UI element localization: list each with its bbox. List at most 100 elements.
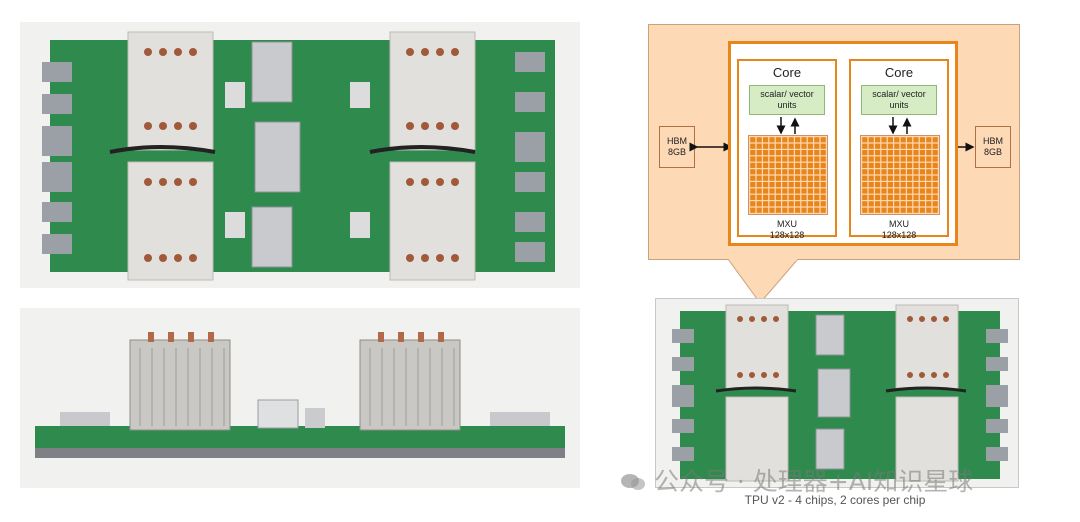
mxu-cell (775, 150, 781, 156)
mxu-cell (900, 137, 906, 143)
mxu-cell (782, 137, 788, 143)
mxu-cell (750, 207, 756, 213)
mxu-cell (814, 182, 820, 188)
mxu-label: MXU 128x128 (851, 219, 947, 241)
hbm-label: HBM (667, 136, 687, 146)
mxu-cell (801, 188, 807, 194)
mxu-cell (807, 150, 813, 156)
mxu-name: MXU (889, 219, 909, 229)
mxu-cell (907, 182, 913, 188)
mxu-cell (801, 137, 807, 143)
mxu-cell (887, 137, 893, 143)
mxu-cell (769, 143, 775, 149)
mxu-cell (756, 201, 762, 207)
mxu-cell (814, 207, 820, 213)
mxu-cell (932, 194, 938, 200)
mxu-cell (801, 175, 807, 181)
mxu-cell (763, 201, 769, 207)
mxu-cell (887, 201, 893, 207)
mxu-cell (900, 162, 906, 168)
mxu-cell (932, 175, 938, 181)
mxu-cell (926, 182, 932, 188)
mxu-cell (932, 201, 938, 207)
mxu-cell (756, 137, 762, 143)
mxu-cell (769, 137, 775, 143)
mxu-cell (862, 162, 868, 168)
mxu-cell (862, 143, 868, 149)
mxu-cell (913, 201, 919, 207)
mxu-cell (862, 150, 868, 156)
mxu-cell (919, 194, 925, 200)
mxu-cell (820, 156, 826, 162)
mxu-cell (801, 156, 807, 162)
mxu-cell (887, 175, 893, 181)
mxu-cell (907, 156, 913, 162)
mxu-cell (820, 143, 826, 149)
mxu-cell (814, 188, 820, 194)
mxu-cell (894, 156, 900, 162)
mxu-cell (868, 201, 874, 207)
mxu-cell (807, 182, 813, 188)
mxu-cell (875, 162, 881, 168)
mxu-cell (795, 194, 801, 200)
mxu-cell (820, 207, 826, 213)
mxu-cell (868, 182, 874, 188)
mxu-cell (782, 143, 788, 149)
mxu-cell (875, 182, 881, 188)
mxu-cell (788, 207, 794, 213)
mxu-cell (801, 162, 807, 168)
mxu-cell (775, 182, 781, 188)
units-label: units (889, 100, 909, 110)
mxu-cell (814, 137, 820, 143)
mxu-cell (868, 207, 874, 213)
mxu-cell (769, 201, 775, 207)
tpu-chip-box: Core scalar/ vector units MXU 128x128 (728, 41, 958, 246)
mxu-cell (750, 162, 756, 168)
mxu-cell (775, 156, 781, 162)
mxu-cell (763, 182, 769, 188)
mxu-cell (756, 150, 762, 156)
mxu-name: MXU (777, 219, 797, 229)
mxu-cell (907, 143, 913, 149)
mxu-cell (782, 162, 788, 168)
mxu-cell (887, 156, 893, 162)
mxu-cell (881, 188, 887, 194)
mxu-cell (775, 143, 781, 149)
mxu-cell (763, 169, 769, 175)
mxu-cell (814, 150, 820, 156)
mxu-cell (750, 201, 756, 207)
mxu-cell (926, 194, 932, 200)
mxu-cell (750, 182, 756, 188)
mxu-cell (788, 182, 794, 188)
mxu-cell (881, 143, 887, 149)
mxu-cell (913, 162, 919, 168)
mxu-cell (788, 150, 794, 156)
mxu-cell (913, 207, 919, 213)
mxu-cell (875, 137, 881, 143)
mxu-cell (807, 156, 813, 162)
mxu-cell (894, 150, 900, 156)
mxu-cell (807, 175, 813, 181)
mxu-cell (875, 194, 881, 200)
mxu-cell (926, 207, 932, 213)
hbm-capacity: 8GB (667, 147, 686, 157)
mxu-cell (814, 201, 820, 207)
mxu-cell (795, 188, 801, 194)
mxu-cell (763, 156, 769, 162)
mxu-cell (820, 201, 826, 207)
mxu-cell (887, 143, 893, 149)
hbm-capacity: 8GB (983, 147, 1002, 157)
mxu-cell (820, 162, 826, 168)
mxu-cell (750, 143, 756, 149)
mxu-cell (919, 188, 925, 194)
mxu-cell (881, 175, 887, 181)
mxu-cell (900, 188, 906, 194)
mxu-cell (900, 201, 906, 207)
mxu-cell (887, 207, 893, 213)
mxu-cell (782, 182, 788, 188)
mxu-cell (820, 137, 826, 143)
mxu-cell (756, 188, 762, 194)
mxu-cell (862, 194, 868, 200)
mxu-cell (782, 175, 788, 181)
mxu-cell (795, 137, 801, 143)
